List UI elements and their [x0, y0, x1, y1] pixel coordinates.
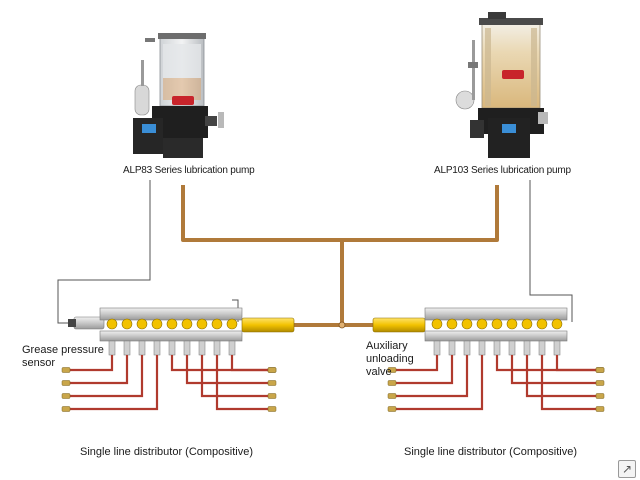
outlet-end-fitting — [595, 393, 605, 399]
outlet-tube — [396, 355, 484, 411]
distributor-valve-head — [211, 318, 223, 330]
outlet-tube — [230, 355, 268, 372]
distributor-outlet-fitting — [168, 340, 176, 356]
outlet-tube — [70, 355, 114, 372]
distributor-valve-head — [196, 318, 208, 330]
outlet-tube — [510, 355, 596, 385]
distributor-valve-head — [476, 318, 488, 330]
grease-sensor-label-line1: Grease pressure — [22, 344, 104, 356]
outlet-tube — [555, 355, 596, 372]
grease-sensor-label-line2: sensor — [22, 357, 56, 369]
outlet-end-fitting — [387, 406, 397, 412]
outlet-tube — [525, 355, 596, 398]
distributor-outlet-fitting — [448, 340, 456, 356]
outlet-end-fitting — [267, 393, 277, 399]
outlet-end-fitting — [61, 393, 71, 399]
distributor-right-label: Single line distributor (Compositive) — [404, 446, 578, 458]
outlet-end-fitting — [61, 380, 71, 386]
arrow-icon[interactable]: ↗ — [618, 460, 636, 478]
pump-right-label: ALP103 Series lubrication pump — [434, 165, 571, 176]
aux-valve-label-line3: valve — [366, 366, 392, 378]
distributor-outlet-fitting — [523, 340, 531, 356]
distributor-outlet-fitting — [123, 340, 131, 356]
distributor-valve-head — [551, 318, 563, 330]
distributor-valve-head — [166, 318, 178, 330]
outlet-tube — [70, 355, 129, 385]
main-grease-pipes — [181, 185, 499, 327]
outlet-end-fitting — [595, 406, 605, 412]
outlet-tube — [70, 355, 159, 411]
outlet-end-fitting — [267, 380, 277, 386]
outlet-end-fitting — [61, 367, 71, 373]
distributor-outlet-fitting — [493, 340, 501, 356]
pump-left-alp83 — [133, 33, 224, 158]
distributor-right — [372, 307, 605, 412]
aux-valve-label-line2: unloading — [366, 353, 414, 365]
outlet-tube — [396, 355, 439, 372]
distributor-valve-head — [461, 318, 473, 330]
outlet-tube — [185, 355, 268, 385]
outlet-end-fitting — [387, 367, 397, 373]
outlet-tube — [396, 355, 454, 385]
distributor-valve-head — [226, 318, 238, 330]
distributor-outlet-fitting — [213, 340, 221, 356]
distributor-valve-head — [491, 318, 503, 330]
signal-wires — [57, 180, 573, 324]
distributor-outlet-fitting — [553, 340, 561, 356]
outlet-tube — [200, 355, 268, 398]
outlet-end-fitting — [267, 406, 277, 412]
distributor-valve-head — [121, 318, 133, 330]
outlet-tube — [396, 355, 469, 398]
outlet-tube — [540, 355, 596, 411]
outlet-tube — [215, 355, 268, 411]
distributor-valve-head — [181, 318, 193, 330]
distributor-outlet-fitting — [478, 340, 486, 356]
outlet-end-fitting — [267, 367, 277, 373]
distributor-outlet-fitting — [183, 340, 191, 356]
distributor-outlet-fitting — [198, 340, 206, 356]
distributor-outlet-fitting — [538, 340, 546, 356]
outlet-end-fitting — [387, 393, 397, 399]
distributor-outlet-fitting — [433, 340, 441, 356]
pump-right-alp103 — [455, 12, 548, 158]
distributor-valve-head — [446, 318, 458, 330]
pipe-junction-tee — [338, 321, 346, 329]
outlet-tube — [70, 355, 144, 398]
aux-valve-label-line1: Auxiliary — [366, 340, 408, 352]
distributor-valve-head — [106, 318, 118, 330]
distributor-outlet-fitting — [228, 340, 236, 356]
distributor-valve-head — [151, 318, 163, 330]
pump-left-label: ALP83 Series lubrication pump — [123, 165, 255, 176]
distributor-valve-head — [521, 318, 533, 330]
outlet-end-fitting — [595, 367, 605, 373]
distributor-valve-head — [536, 318, 548, 330]
distributor-outlet-fitting — [153, 340, 161, 356]
distributor-valve-head — [506, 318, 518, 330]
distributor-valve-head — [136, 318, 148, 330]
distributor-valve-head — [431, 318, 443, 330]
distributor-left — [61, 307, 295, 412]
distributor-outlet-fitting — [508, 340, 516, 356]
distributor-left-label: Single line distributor (Compositive) — [80, 446, 254, 458]
outlet-end-fitting — [61, 406, 71, 412]
distributor-outlet-fitting — [108, 340, 116, 356]
outlet-end-fitting — [387, 380, 397, 386]
distributor-outlet-fitting — [138, 340, 146, 356]
outlet-end-fitting — [595, 380, 605, 386]
distributor-outlet-fitting — [463, 340, 471, 356]
